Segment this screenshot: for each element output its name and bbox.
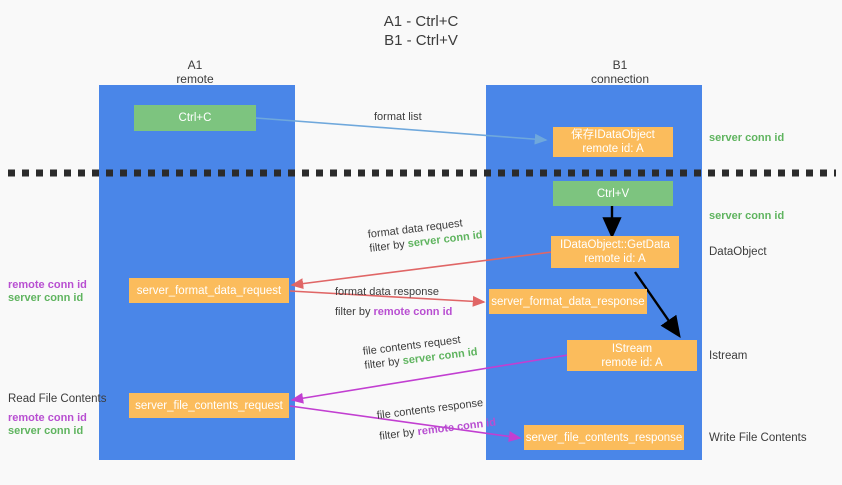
node-istream-line2: remote id: A <box>601 356 663 369</box>
filter-by-prefix-2: filter by <box>335 306 374 318</box>
node-ctrl-c[interactable]: Ctrl+C <box>134 105 256 131</box>
node-ctrl-v[interactable]: Ctrl+V <box>553 181 673 206</box>
node-save-idataobject-line1: 保存IDataObject <box>571 129 655 141</box>
node-idataobject-getdata-line2: remote id: A <box>584 253 646 265</box>
edge-label-format-data-request: format data request filter by server con… <box>367 214 483 256</box>
column-a1-name: A1 <box>187 58 203 72</box>
edge-label-format-data-response: format data response filter by remote co… <box>335 285 452 319</box>
remote-conn-id-tag-1: remote conn id <box>373 306 453 318</box>
note-read-file-contents: Read File Contents <box>8 393 107 405</box>
note-write-file-contents: Write File Contents <box>709 432 807 444</box>
title-line-1: A1 - Ctrl+C <box>383 13 459 30</box>
node-istream-line1: IStream <box>611 342 653 355</box>
title-line-2: B1 - Ctrl+V <box>384 32 458 49</box>
filter-by-prefix-3: filter by <box>363 355 404 372</box>
edge-label-format-data-response-l1: format data response <box>335 286 439 298</box>
node-server-format-data-response-label: server_format_data_response <box>491 295 645 308</box>
node-istream[interactable]: IStream remote id: A <box>567 340 697 371</box>
node-server-format-data-request[interactable]: server_format_data_request <box>129 278 289 303</box>
note-istream: Istream <box>709 350 748 362</box>
node-server-file-contents-response-label: server_file_contents_response <box>525 431 683 444</box>
note-remote-conn-id-1: remote conn id <box>8 279 87 291</box>
column-b1-role: connection <box>590 72 650 86</box>
node-ctrl-v-label: Ctrl+V <box>596 187 630 200</box>
note-remote-conn-id-2: remote conn id <box>8 412 87 424</box>
node-server-file-contents-request-label: server_file_contents_request <box>135 399 283 412</box>
edge-label-file-contents-response: file contents response filter by remote … <box>376 395 497 444</box>
edge-label-file-contents-request: file contents request filter by server c… <box>362 331 478 373</box>
node-ctrl-c-label: Ctrl+C <box>178 112 212 124</box>
note-server-conn-id-top: server conn id <box>709 132 785 144</box>
edge-label-format-list-text: format list <box>374 111 422 123</box>
node-save-idataobject[interactable]: 保存IDataObject remote id: A <box>553 127 673 157</box>
filter-by-prefix-4: filter by <box>378 426 419 443</box>
edge-label-format-list: format list <box>374 110 422 124</box>
node-save-idataobject-line2: remote id: A <box>582 143 644 155</box>
note-server-conn-id-1: server conn id <box>8 292 84 304</box>
note-dataobject: DataObject <box>709 246 767 258</box>
column-header-a1: A1 remote <box>105 58 285 86</box>
column-b1-name: B1 <box>612 58 628 72</box>
note-server-conn-id-2: server conn id <box>8 425 84 437</box>
column-a1-role: remote <box>176 72 214 86</box>
column-header-b1: B1 connection <box>530 58 710 86</box>
node-server-file-contents-request[interactable]: server_file_contents_request <box>129 393 289 418</box>
diagram-title: A1 - Ctrl+C B1 - Ctrl+V <box>0 12 842 50</box>
node-server-format-data-response[interactable]: server_format_data_response <box>489 289 647 314</box>
node-server-format-data-request-label: server_format_data_request <box>136 284 282 297</box>
node-server-file-contents-response[interactable]: server_file_contents_response <box>524 425 684 450</box>
note-server-conn-id-mid: server conn id <box>709 210 785 222</box>
node-idataobject-getdata[interactable]: IDataObject::GetData remote id: A <box>551 236 679 268</box>
node-idataobject-getdata-line1: IDataObject::GetData <box>560 239 670 251</box>
remote-conn-id-tag-2: remote conn id <box>416 416 497 439</box>
filter-by-prefix-1: filter by <box>368 238 409 255</box>
edge-label-format-data-response-l2: filter by remote conn id <box>335 305 452 319</box>
